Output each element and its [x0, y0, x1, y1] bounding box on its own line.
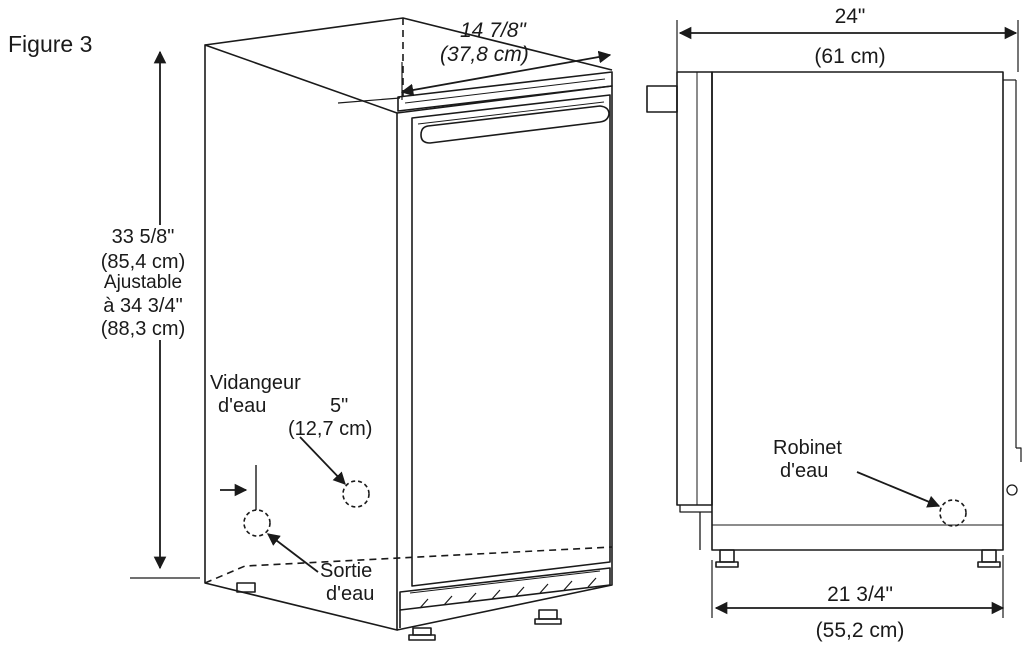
drain-offset-metric-label: (12,7 cm): [288, 418, 373, 440]
height-metric-label: (85,4 cm): [100, 251, 186, 273]
unit-top-edge: [204, 17, 613, 71]
figure-title: Figure 3: [8, 31, 93, 57]
drain-circle: [342, 480, 370, 508]
side-view-dimensions: [676, 20, 1019, 618]
water-outlet-label-line1: Sortie: [320, 560, 373, 582]
height-adjustable-label: Ajustable: [103, 272, 183, 293]
water-outlet-circle: [243, 509, 271, 537]
height-adjustable-imperial-label: à 34 3/4": [103, 295, 183, 317]
height-imperial-label: 33 5/8": [111, 226, 175, 248]
base-depth-metric-label: (55,2 cm): [815, 619, 905, 642]
kick-plate: [399, 567, 611, 611]
side-door-edge: [676, 71, 713, 506]
front-view-unit: [204, 17, 613, 641]
depth-metric-label: (61 cm): [814, 45, 886, 68]
width-metric-label: (37,8 cm): [440, 43, 529, 66]
side-handle-stub: [646, 85, 678, 113]
width-imperial-label: 14 7/8": [460, 19, 526, 42]
drain-offset-imperial-label: 5": [330, 395, 349, 417]
depth-imperial-label: 24": [834, 5, 866, 28]
door-panel: [411, 94, 611, 587]
front-view-dimensions: [130, 50, 612, 579]
leg-front-right: [538, 609, 558, 620]
side-cabinet: [711, 71, 1004, 551]
drain-label-line1: Vidangeur: [210, 372, 301, 394]
side-view-unit: [646, 71, 1022, 568]
drain-label-line2: d'eau: [218, 395, 267, 417]
water-valve-label-line2: d'eau: [780, 460, 829, 482]
height-adjustable-metric-label: (88,3 cm): [100, 318, 186, 340]
side-leg-front: [719, 549, 735, 563]
base-depth-imperial-label: 21 3/4": [827, 583, 893, 606]
unit-side-panel: [204, 44, 398, 631]
side-leg-back: [981, 549, 997, 563]
leg-back-left: [236, 582, 256, 593]
water-outlet-label-line2: d'eau: [326, 583, 375, 605]
door-handle: [420, 105, 610, 144]
unit-front-frame: [396, 85, 613, 631]
water-valve-circle: [939, 499, 967, 527]
leg-front-left: [412, 627, 432, 636]
water-valve-label-line1: Robinet: [773, 437, 842, 459]
